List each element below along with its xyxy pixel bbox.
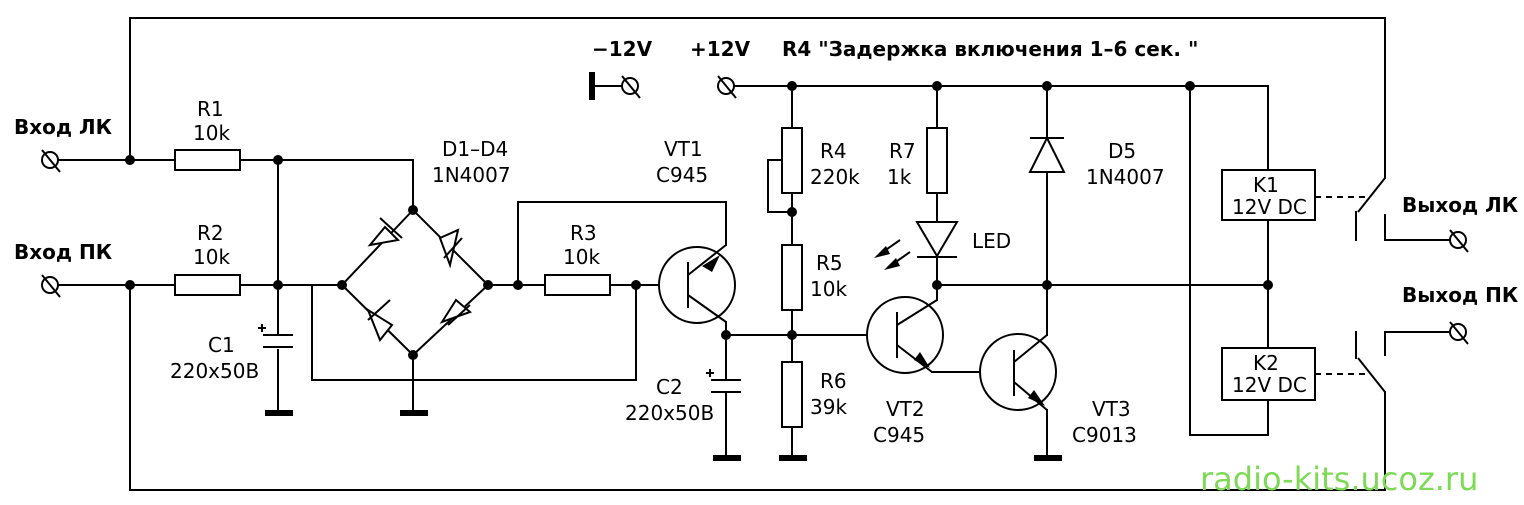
output-terminal-left bbox=[1449, 229, 1469, 253]
header-note: R4 "Задержка включения 1–6 сек. " bbox=[782, 37, 1198, 61]
relay-k1 bbox=[1221, 169, 1316, 221]
c1-value: 220x50В bbox=[170, 359, 259, 383]
led-ref: LED bbox=[972, 229, 1011, 253]
minus-12v-terminal bbox=[589, 72, 641, 100]
junction-dots bbox=[125, 81, 1273, 360]
d5-ref: D5 bbox=[1108, 139, 1136, 163]
capacitor-c2 bbox=[706, 369, 741, 393]
vt2-ref: VT2 bbox=[886, 397, 925, 421]
resistor-r2 bbox=[174, 274, 241, 296]
c1-ref: C1 bbox=[208, 333, 235, 357]
resistor-r1 bbox=[174, 149, 241, 171]
plus-12v-terminal bbox=[717, 75, 737, 99]
r6-ref: R6 bbox=[820, 369, 847, 393]
ground-vt3 bbox=[1034, 455, 1062, 461]
r5-value: 10k bbox=[810, 277, 847, 301]
vt2-value: C945 bbox=[873, 423, 925, 447]
resistor-r7 bbox=[926, 127, 948, 194]
resistor-r5 bbox=[781, 244, 803, 311]
minus-12v-label: −12V bbox=[592, 37, 653, 61]
transistor-vt3 bbox=[979, 333, 1057, 411]
input-left-label: Вход ЛК bbox=[14, 115, 113, 139]
resistor-r6 bbox=[781, 361, 803, 428]
r5-ref: R5 bbox=[816, 251, 843, 275]
r6-value: 39k bbox=[810, 395, 847, 419]
ground-c2 bbox=[713, 455, 741, 461]
transistor-vt2 bbox=[866, 296, 944, 374]
vt1-ref: VT1 bbox=[664, 137, 703, 161]
r7-value: 1k bbox=[887, 165, 912, 189]
k2-ref: K2 bbox=[1253, 351, 1279, 375]
c2-ref: C2 bbox=[656, 375, 683, 399]
watermark: radio-kits.ucoz.ru bbox=[1200, 460, 1478, 498]
vt3-value: C9013 bbox=[1072, 423, 1137, 447]
d5-value: 1N4007 bbox=[1086, 165, 1165, 189]
r1-ref: R1 bbox=[197, 97, 224, 121]
potentiometer-r4 bbox=[781, 127, 803, 194]
bridge-value: 1N4007 bbox=[432, 163, 511, 187]
transistor-vt1 bbox=[658, 244, 736, 324]
vt1-value: C945 bbox=[656, 163, 708, 187]
resistor-r3 bbox=[544, 274, 611, 296]
ground-c1 bbox=[265, 410, 293, 416]
ground-bridge bbox=[400, 410, 428, 416]
k1-ref: K1 bbox=[1253, 173, 1279, 197]
r2-value: 10k bbox=[193, 245, 230, 269]
relay-contact-k1 bbox=[1355, 177, 1449, 241]
relay-k2 bbox=[1221, 347, 1316, 401]
output-left-label: Выход ЛК bbox=[1402, 193, 1519, 217]
plus-12v-label: +12V bbox=[690, 37, 751, 61]
output-right-label: Выход ПК bbox=[1402, 283, 1519, 307]
r3-ref: R3 bbox=[570, 221, 597, 245]
r2-ref: R2 bbox=[197, 221, 224, 245]
ground-r6 bbox=[779, 455, 807, 461]
r4-ref: R4 bbox=[820, 139, 847, 163]
bridge-ref: D1–D4 bbox=[442, 137, 508, 161]
diode-d5 bbox=[1028, 135, 1066, 173]
r4-value: 220k bbox=[810, 165, 860, 189]
r3-value: 10k bbox=[563, 245, 600, 269]
output-terminal-right bbox=[1449, 321, 1469, 345]
r7-ref: R7 bbox=[889, 139, 916, 163]
vt3-ref: VT3 bbox=[1092, 397, 1131, 421]
outer-loop-wire bbox=[129, 17, 1386, 491]
diode-bridge bbox=[340, 208, 490, 357]
r1-value: 10k bbox=[193, 121, 230, 145]
led bbox=[874, 221, 959, 270]
k1-value: 12V DC bbox=[1232, 195, 1307, 219]
c2-value: 220x50В bbox=[625, 401, 714, 425]
capacitor-c1 bbox=[258, 324, 293, 348]
k2-value: 12V DC bbox=[1232, 373, 1307, 397]
input-right-label: Вход ПК bbox=[14, 240, 113, 264]
relay-contact-k2 bbox=[1355, 331, 1449, 393]
